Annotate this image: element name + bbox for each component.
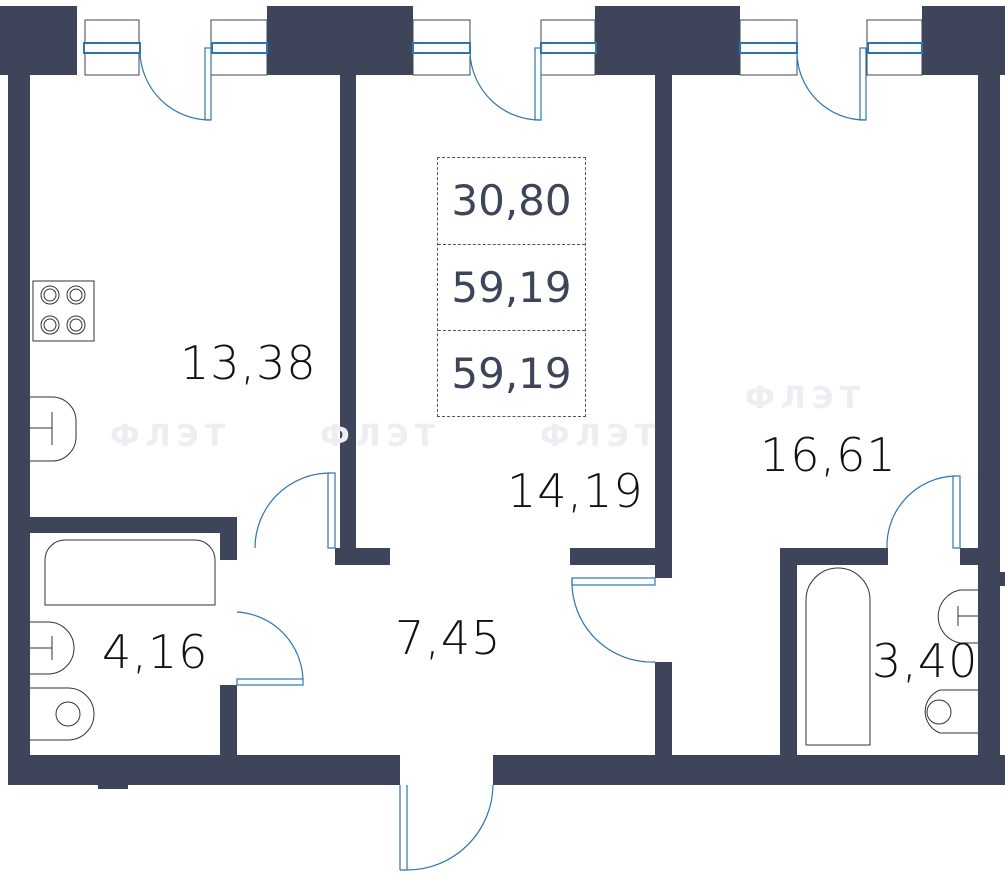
sink-icon bbox=[30, 396, 77, 462]
window-glass bbox=[83, 42, 923, 54]
room-middle-area: 14,19 bbox=[507, 464, 644, 518]
toilet-icon bbox=[30, 687, 95, 741]
doors bbox=[139, 47, 961, 871]
watermark: ФЛЭТ bbox=[320, 419, 442, 454]
hall-area: 7,45 bbox=[395, 611, 502, 665]
bathtub-icon bbox=[44, 539, 216, 606]
bathtub-icon bbox=[805, 567, 871, 746]
bathroom-left-area: 4,16 bbox=[102, 625, 209, 679]
sink-icon bbox=[30, 621, 75, 675]
total-area-2: 59,19 bbox=[438, 330, 585, 416]
walls bbox=[0, 6, 1005, 789]
toilet-icon bbox=[924, 689, 978, 734]
kitchen-area: 13,38 bbox=[180, 336, 317, 390]
area-summary: 30,80 59,19 59,19 bbox=[437, 157, 586, 417]
bathroom-right-area: 3,40 bbox=[872, 634, 979, 688]
watermark: ФЛЭТ bbox=[540, 419, 662, 454]
fixtures bbox=[30, 280, 978, 746]
sink-icon bbox=[937, 589, 978, 644]
stove-icon bbox=[32, 280, 95, 342]
watermark: ФЛЭТ bbox=[110, 419, 232, 454]
total-area: 59,19 bbox=[438, 244, 585, 330]
room-right-area: 16,61 bbox=[760, 428, 897, 482]
watermark: ФЛЭТ bbox=[745, 381, 867, 416]
living-area: 30,80 bbox=[451, 176, 572, 225]
